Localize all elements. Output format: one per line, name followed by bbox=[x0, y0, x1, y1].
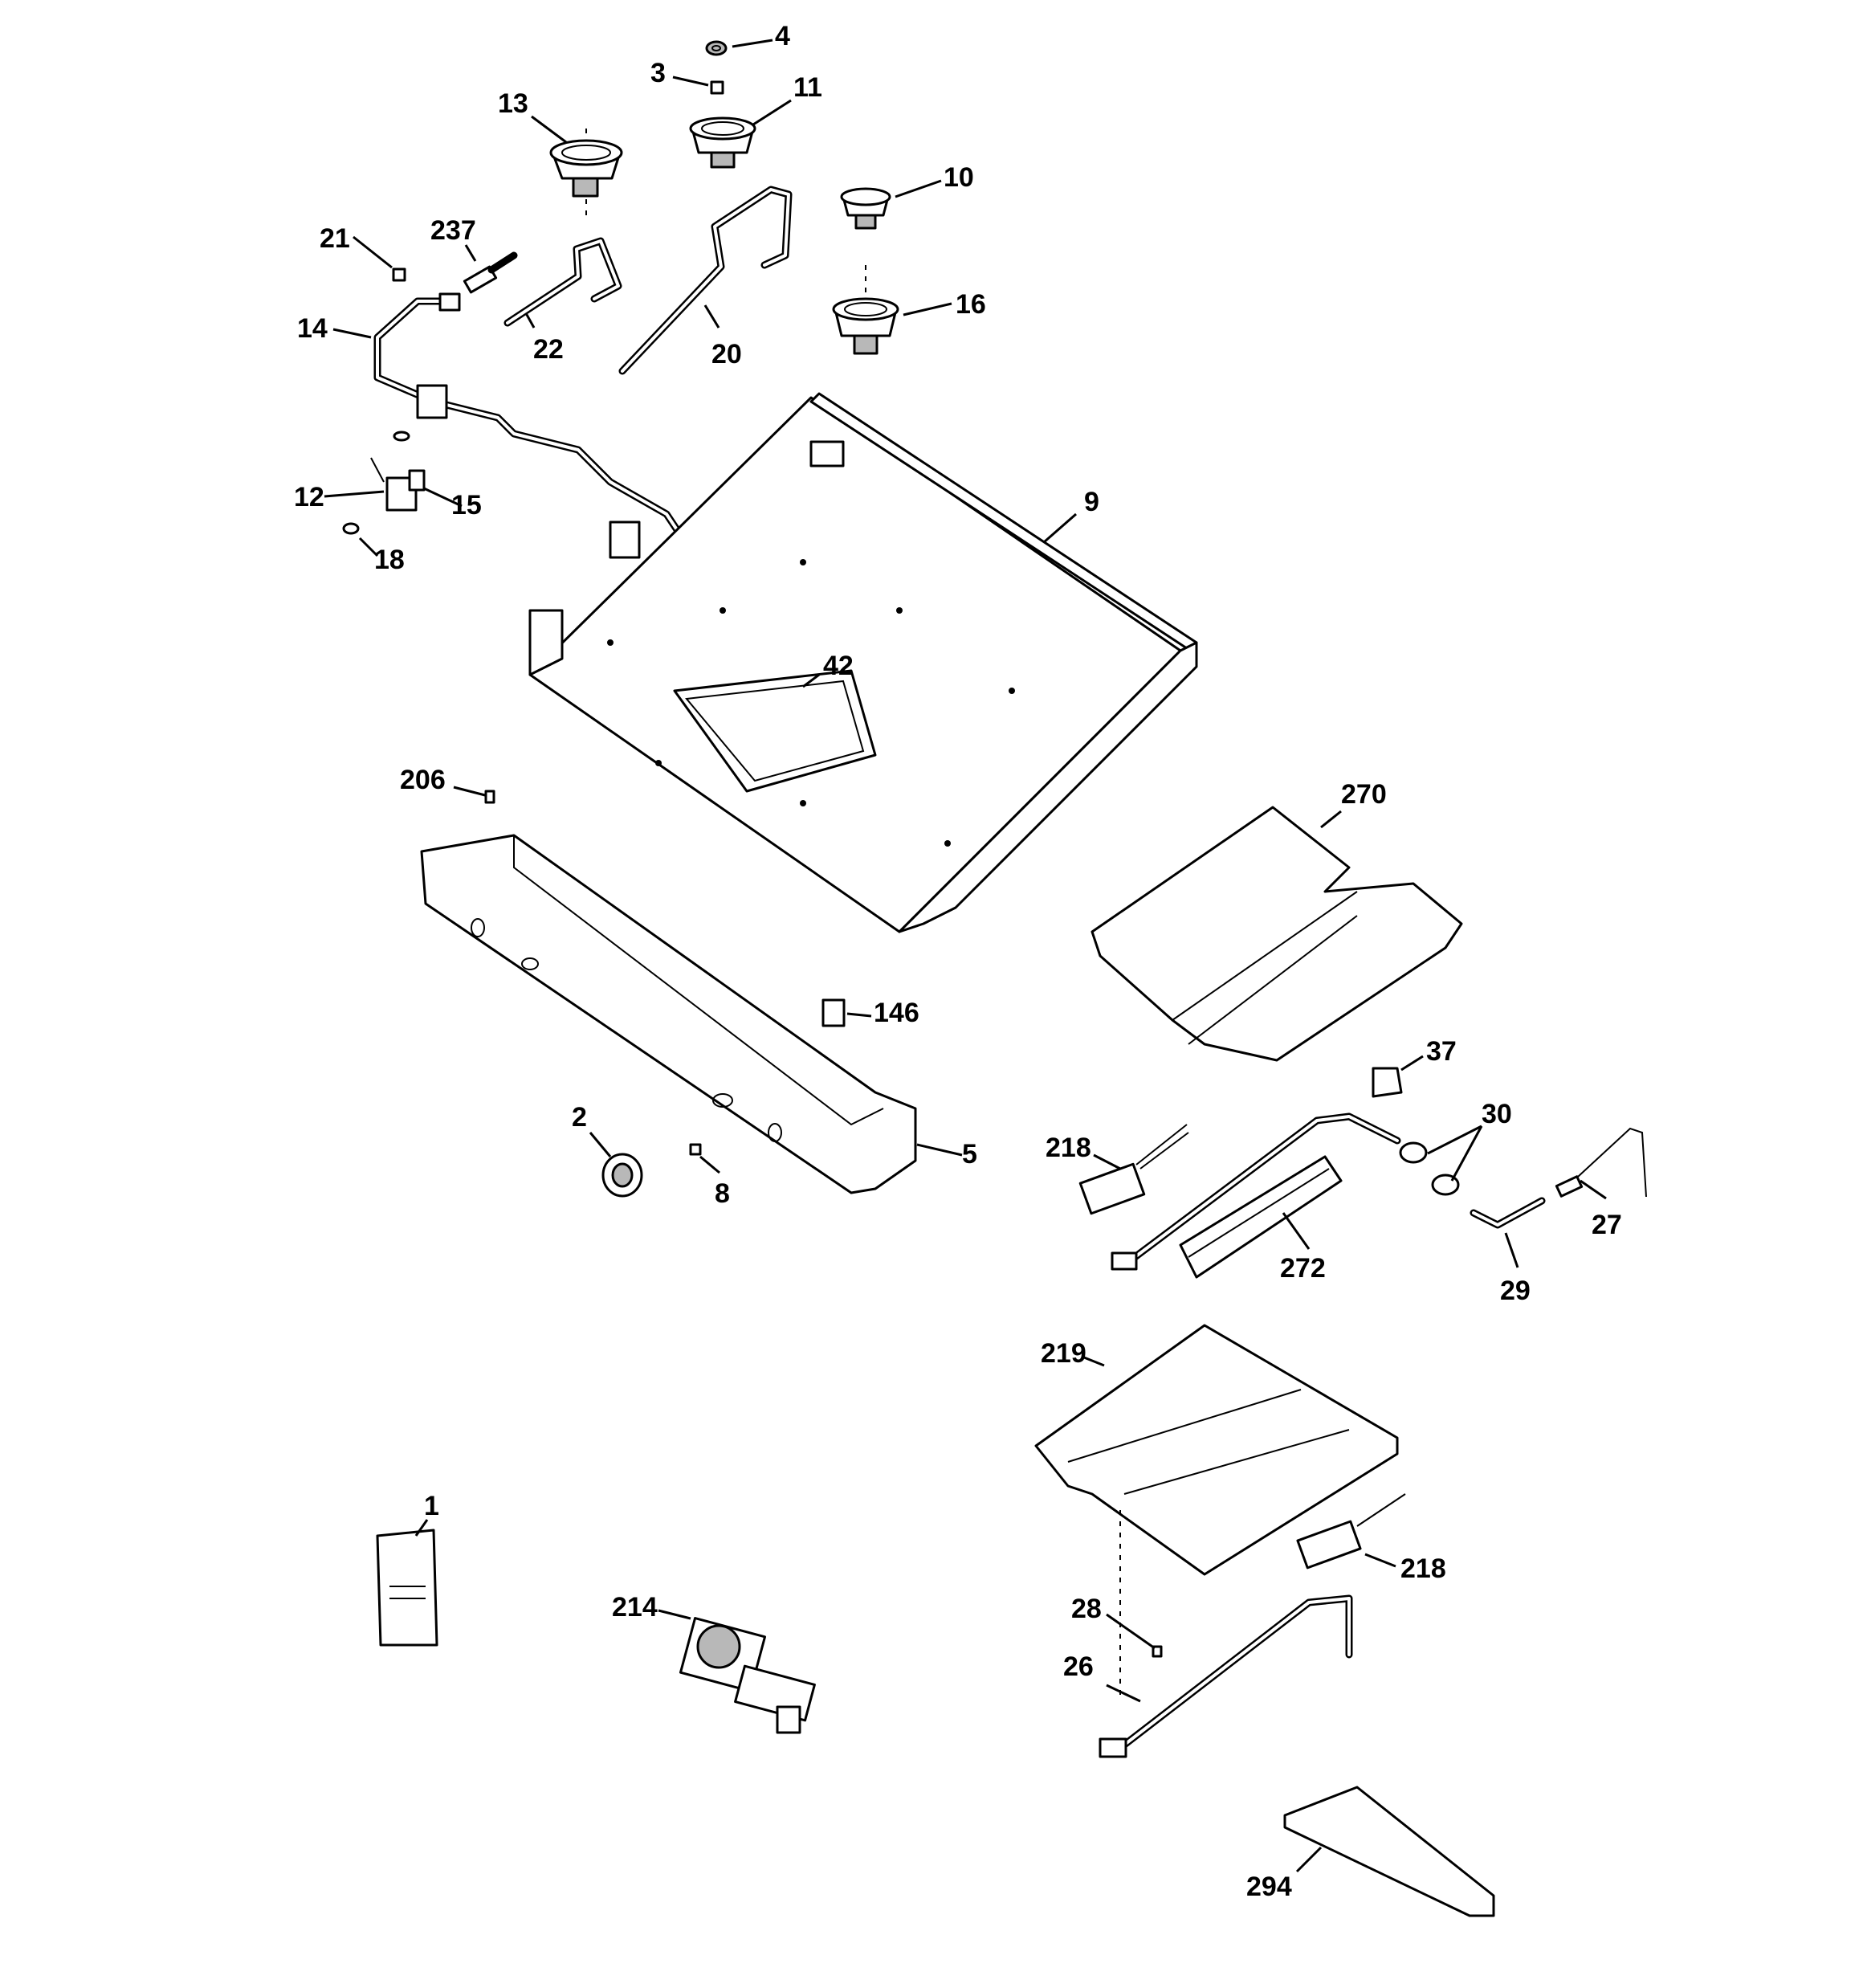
callout-15: 15 bbox=[451, 490, 482, 520]
callout-26: 26 bbox=[1063, 1651, 1094, 1682]
screw-28 bbox=[1152, 1645, 1163, 1658]
callout-218-lower: 218 bbox=[1400, 1553, 1446, 1584]
front-panel-5 bbox=[420, 834, 917, 1194]
callout-20: 20 bbox=[711, 339, 742, 369]
burner-11 bbox=[689, 116, 756, 169]
main-panel-9 bbox=[528, 392, 1198, 933]
callout-labels: 4 3 11 13 10 16 21 237 14 22 20 12 15 18… bbox=[294, 21, 1622, 1902]
shield-219 bbox=[1034, 1324, 1399, 1695]
clip-146 bbox=[821, 998, 846, 1027]
callout-42: 42 bbox=[823, 651, 854, 681]
burner-13 bbox=[549, 129, 623, 218]
callout-272: 272 bbox=[1280, 1253, 1326, 1284]
callout-214: 214 bbox=[612, 1592, 658, 1623]
bracket-37 bbox=[1372, 1067, 1403, 1098]
callout-16: 16 bbox=[956, 289, 986, 320]
literature-1 bbox=[376, 1529, 438, 1647]
callout-146: 146 bbox=[874, 998, 919, 1028]
tube-22 bbox=[503, 237, 622, 327]
callout-37: 37 bbox=[1426, 1036, 1457, 1067]
callout-21: 21 bbox=[320, 223, 350, 254]
screw-3 bbox=[710, 80, 724, 95]
igniter-218-upper bbox=[1078, 1124, 1189, 1215]
callout-219: 219 bbox=[1041, 1338, 1086, 1369]
callout-1: 1 bbox=[424, 1491, 439, 1521]
callout-12: 12 bbox=[294, 482, 324, 512]
callout-14: 14 bbox=[297, 313, 328, 344]
callout-27: 27 bbox=[1592, 1210, 1622, 1240]
callout-237: 237 bbox=[430, 215, 476, 246]
callout-2: 2 bbox=[572, 1102, 587, 1133]
burner-16 bbox=[832, 265, 899, 355]
callout-8: 8 bbox=[715, 1178, 730, 1209]
callout-18: 18 bbox=[374, 545, 405, 575]
tube-20 bbox=[618, 186, 793, 375]
air-shutter-30 bbox=[1399, 1141, 1460, 1196]
burner-assembly-top bbox=[1111, 1112, 1401, 1279]
callout-206: 206 bbox=[400, 765, 446, 795]
nut-18 bbox=[342, 522, 360, 535]
callout-294: 294 bbox=[1246, 1872, 1292, 1902]
callout-22: 22 bbox=[533, 334, 564, 365]
burner-10 bbox=[840, 187, 891, 230]
burner-cap-4 bbox=[705, 40, 728, 56]
deflector-294 bbox=[1283, 1786, 1495, 1917]
callout-30: 30 bbox=[1482, 1099, 1512, 1129]
screw-206 bbox=[484, 790, 495, 804]
igniter-218-lower bbox=[1296, 1493, 1406, 1570]
callout-3: 3 bbox=[650, 58, 666, 88]
shield-270 bbox=[1090, 806, 1463, 1062]
knob-2 bbox=[601, 1153, 643, 1198]
callout-9: 9 bbox=[1084, 487, 1099, 517]
burner-26 bbox=[1099, 1594, 1353, 1758]
callout-11: 11 bbox=[793, 72, 822, 103]
callout-5: 5 bbox=[962, 1139, 977, 1170]
callout-28: 28 bbox=[1071, 1594, 1102, 1624]
callout-4: 4 bbox=[775, 21, 790, 51]
screw-21 bbox=[392, 267, 406, 282]
elbow-29 bbox=[1470, 1197, 1546, 1229]
callout-270: 270 bbox=[1341, 779, 1387, 810]
manifold-14 bbox=[373, 292, 703, 566]
fitting-27 bbox=[1555, 1127, 1647, 1198]
callout-218-upper: 218 bbox=[1046, 1133, 1091, 1163]
valve-12-15 bbox=[370, 431, 426, 512]
leader-lines bbox=[324, 39, 1607, 1873]
valve-214 bbox=[679, 1617, 816, 1734]
callout-13: 13 bbox=[498, 88, 528, 119]
callout-29: 29 bbox=[1500, 1276, 1531, 1306]
screw-8 bbox=[689, 1143, 702, 1156]
fitting-237 bbox=[463, 251, 518, 294]
callout-10: 10 bbox=[944, 162, 974, 193]
